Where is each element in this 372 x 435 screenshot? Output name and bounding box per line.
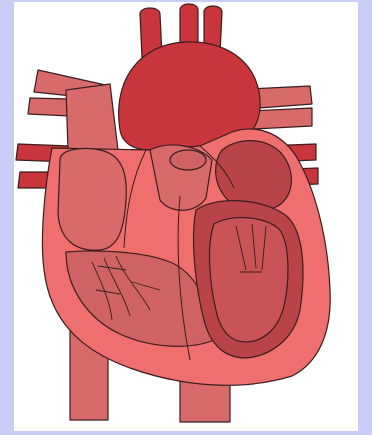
pulmonary-valve <box>170 150 206 170</box>
superior-vena-cava <box>66 84 118 150</box>
right-atrium <box>58 148 126 250</box>
left-ventricle-inner <box>210 218 288 342</box>
